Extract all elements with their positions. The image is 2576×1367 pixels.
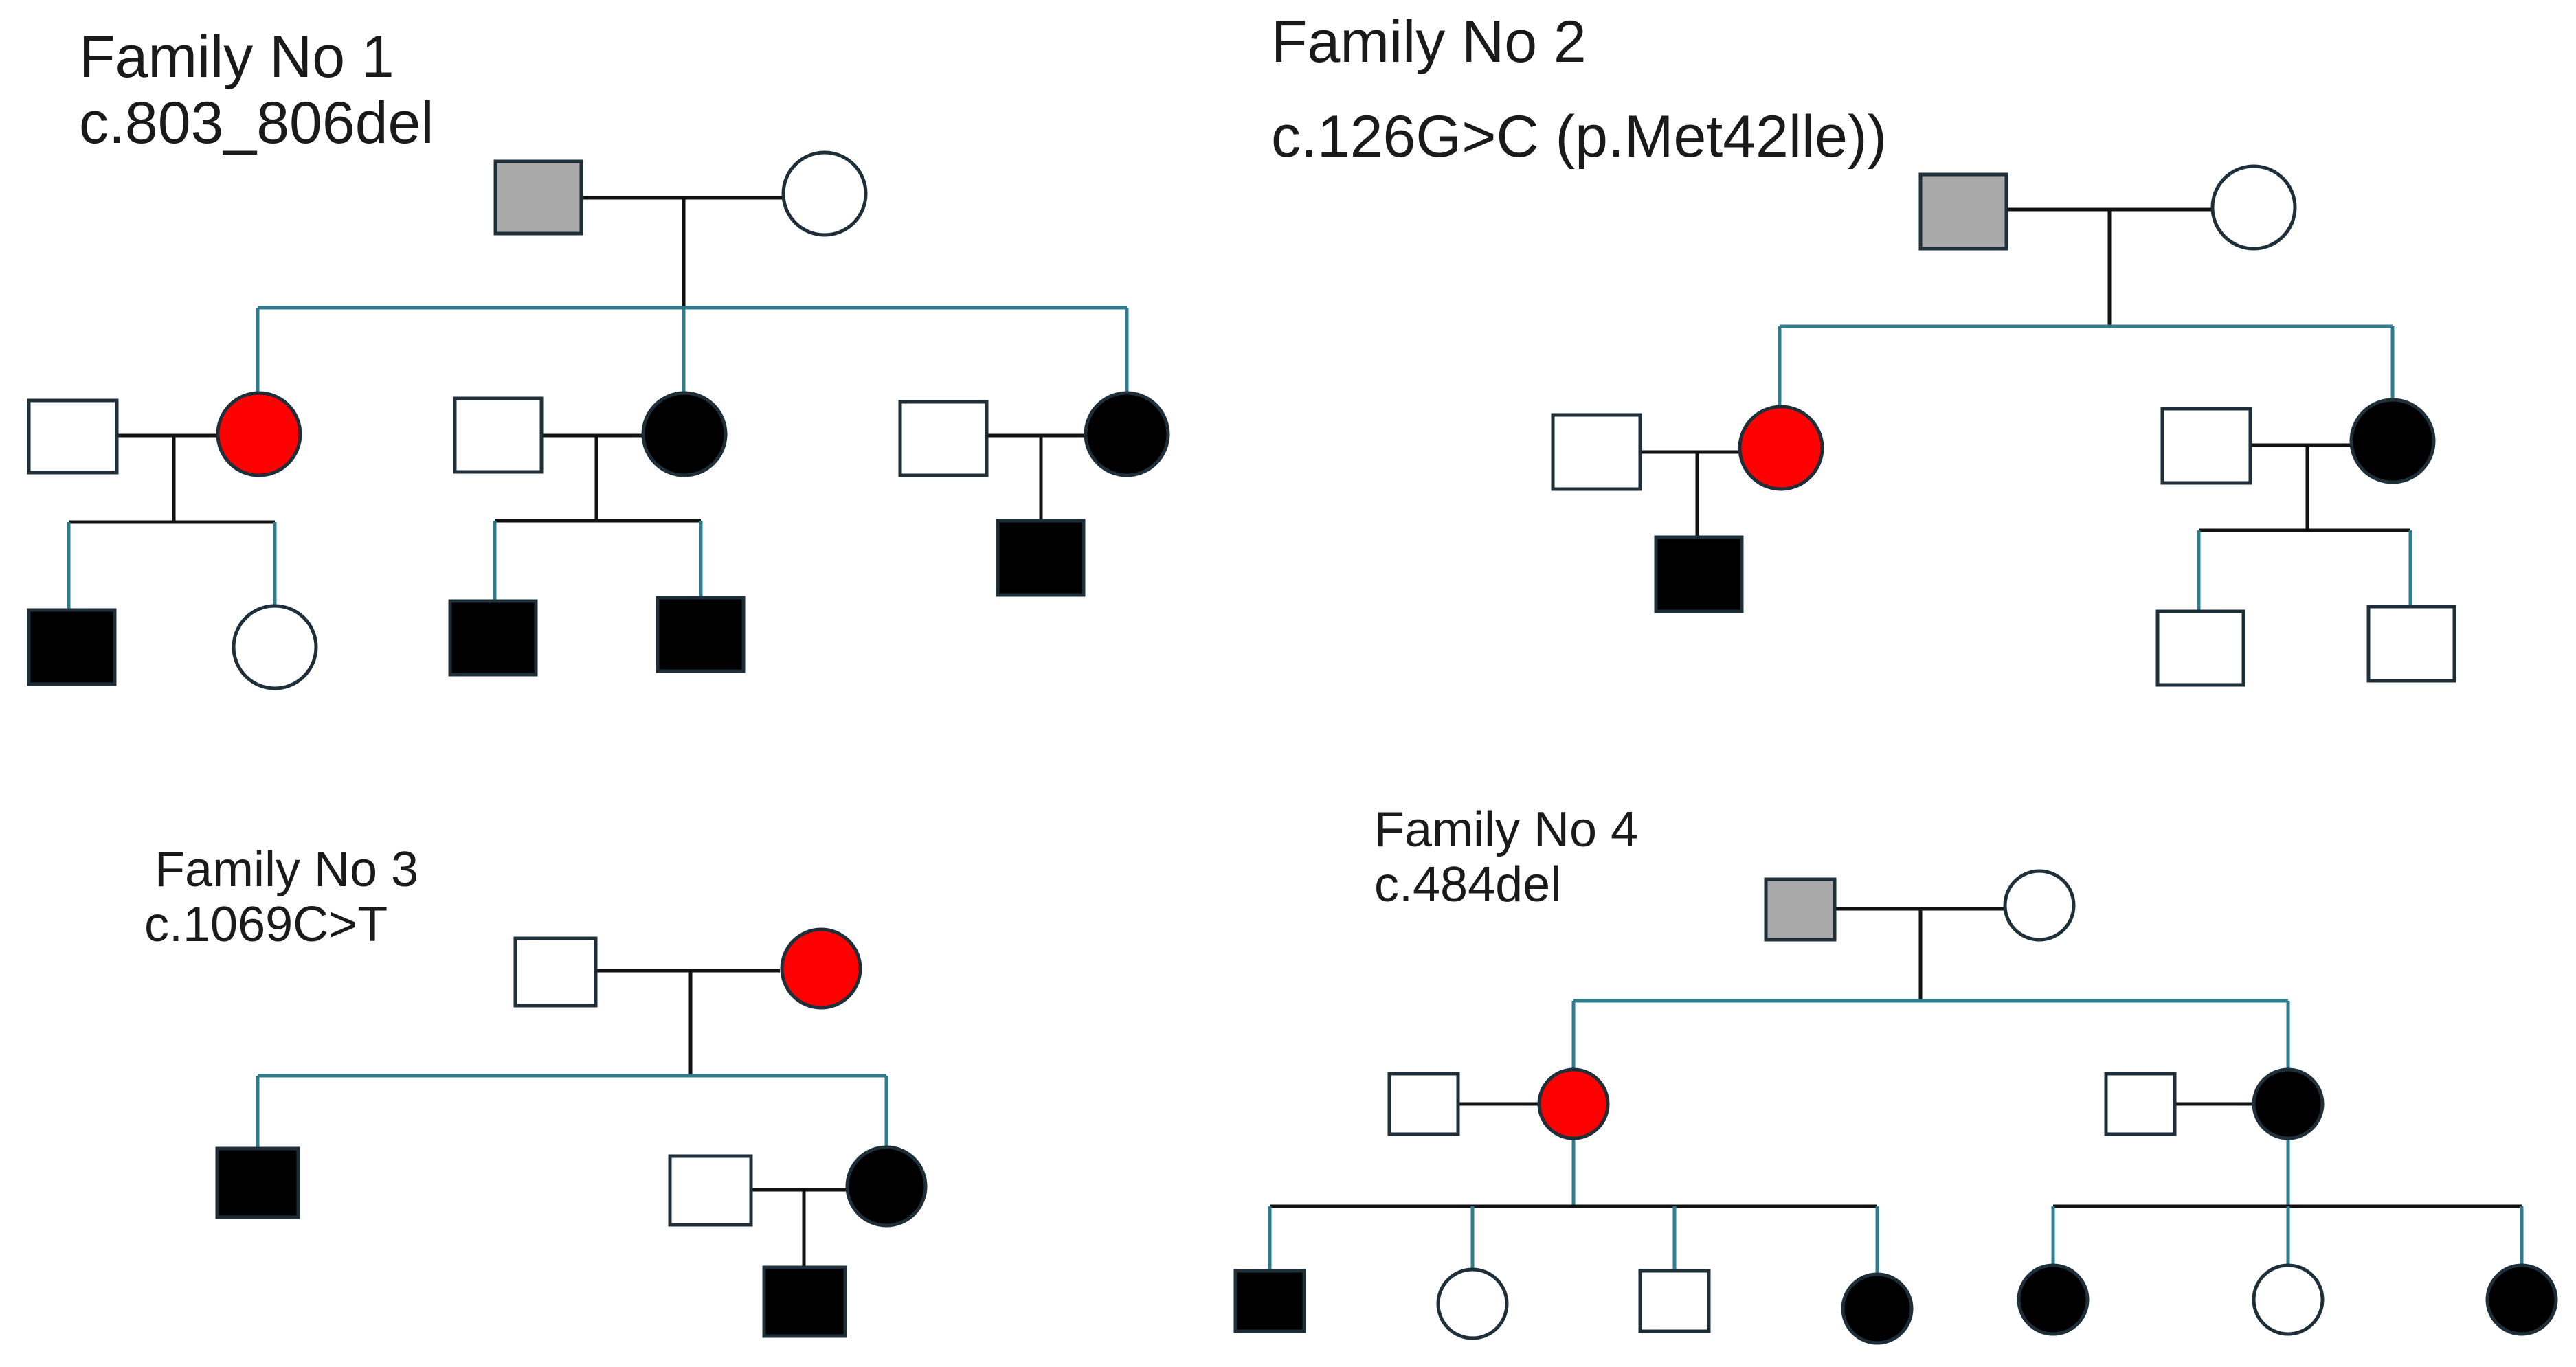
family-4-granddaughterA4-affected (1841, 1272, 1914, 1345)
family-1-spouseB-unaffected (453, 396, 544, 474)
family-2-spouseB-unaffected (2160, 407, 2252, 485)
family-1-daughterA-red (216, 391, 302, 477)
family-4-spouseB-unaffected (2104, 1072, 2177, 1136)
family-2-spouseA-unaffected (1551, 413, 1642, 491)
family-2-grandsonB2-unaffected (2366, 605, 2456, 683)
family-2-variant: c.126G>C (p.Met42lle)) (1271, 104, 1887, 170)
family-1-title: Family No 1 (79, 24, 394, 90)
family-1-grandsonB2-affected (656, 596, 746, 673)
family-4-granddaughterB1-affected (2017, 1263, 2090, 1336)
family-4-grandsonA1-affected (1233, 1269, 1306, 1333)
family-2-mother-unaffected (2210, 164, 2297, 251)
family-1-spouseC-unaffected (898, 400, 989, 477)
family-3-grandson-affected (762, 1265, 847, 1338)
family-4-father-carrier (1764, 877, 1837, 942)
family-1-daughterC-affected (1084, 391, 1170, 477)
family-4-group: Family No 4 c.484del (1233, 802, 2558, 1345)
family-2-title: Family No 2 (1271, 9, 1587, 75)
family-3-group: Family No 3 c.1069C>T (144, 842, 928, 1338)
family-2-daughterA-red (1738, 405, 1824, 491)
family-2-daughterB-affected (2349, 398, 2436, 484)
family-4-granddaughterA2-unaffected (1436, 1267, 1509, 1340)
family-4-daughterB-affected (2252, 1067, 2325, 1140)
family-3-title: Family No 3 (155, 842, 418, 897)
family-1-group: Family No 1 c.803_806del (27, 24, 1170, 690)
family-4-variant: c.484del (1374, 857, 1561, 912)
family-1-grandson-affected (27, 608, 117, 686)
family-1-mother-unaffected (781, 150, 868, 237)
family-2-group: Family No 2 c.126G>C (p.Met42lle)) (1271, 9, 2456, 687)
family-1-granddaughter-unaffected (232, 604, 318, 690)
family-3-father-unaffected (513, 936, 598, 1008)
family-4-grandsonA3-unaffected (1638, 1269, 1711, 1333)
family-1-grandsonC-affected (996, 519, 1086, 597)
family-3-variant: c.1069C>T (144, 897, 388, 952)
family-4-title: Family No 4 (1374, 802, 1638, 857)
family-2-grandsonA-affected (1654, 535, 1744, 613)
family-3-spouseA-unaffected (668, 1154, 753, 1227)
family-1-spouseA-unaffected (27, 398, 119, 475)
family-4-granddaughterB2-unaffected (2252, 1263, 2325, 1336)
family-4-granddaughterB3-affected (2485, 1263, 2558, 1336)
family-2-father-carrier (1918, 172, 2008, 251)
family-2-grandsonB1-unaffected (2155, 609, 2245, 687)
family-1-father-carrier (493, 159, 583, 236)
family-3-mother-red (780, 927, 862, 1010)
family-4-mother-unaffected (2003, 869, 2076, 942)
family-1-grandsonB1-affected (448, 599, 538, 677)
family-1-daughterB-affected (641, 391, 728, 477)
family-4-spouseA-unaffected (1387, 1072, 1460, 1136)
family-1-variant: c.803_806del (79, 90, 434, 156)
family-3-daughter-affected (845, 1145, 928, 1228)
family-4-daughterA-red (1537, 1067, 1610, 1140)
family-3-son-affected (215, 1146, 300, 1219)
